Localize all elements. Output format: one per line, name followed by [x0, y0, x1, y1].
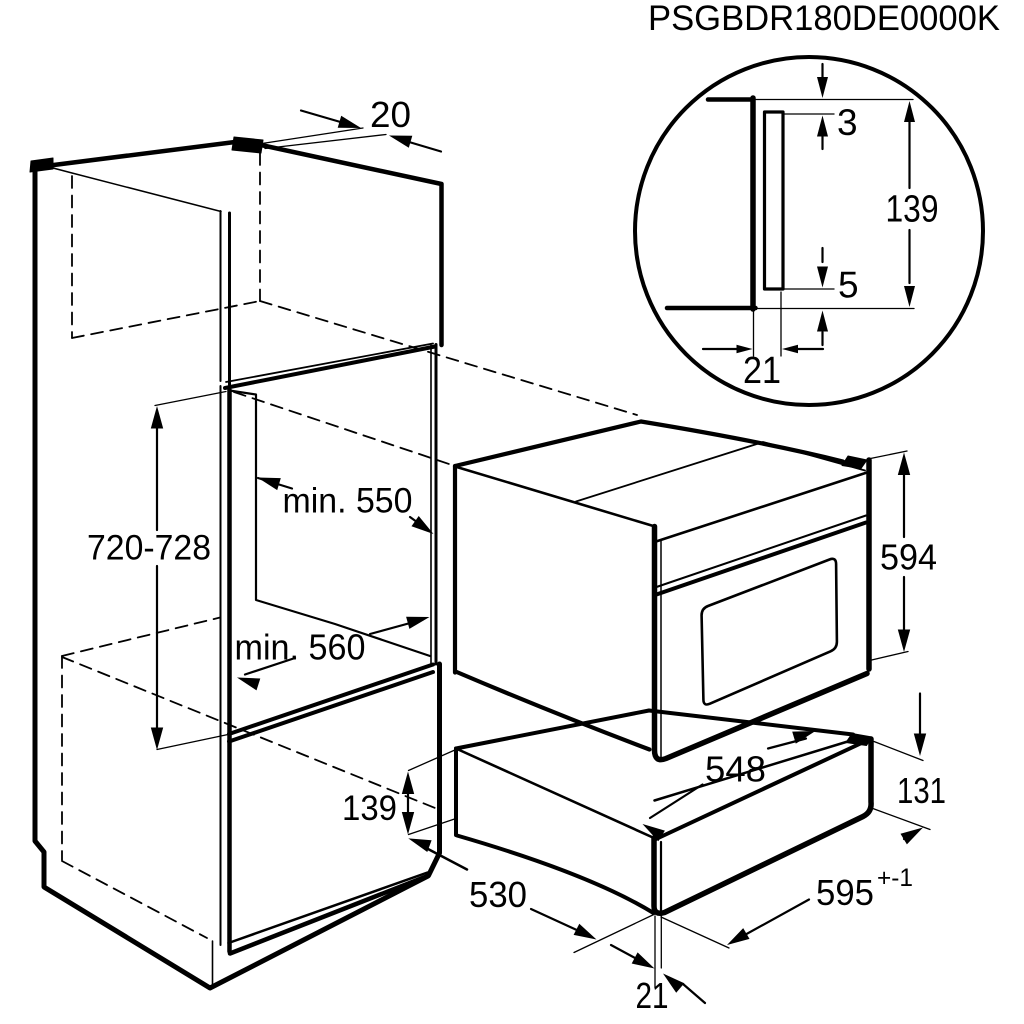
svg-text:+-1: +-1 [877, 864, 913, 892]
svg-text:595: 595 [816, 872, 874, 913]
svg-text:20: 20 [370, 94, 411, 135]
svg-text:548: 548 [705, 749, 766, 790]
svg-text:720-728: 720-728 [87, 529, 211, 568]
svg-text:21: 21 [743, 350, 781, 392]
svg-text:530: 530 [469, 874, 527, 915]
svg-text:139: 139 [886, 189, 939, 231]
svg-text:139: 139 [342, 789, 397, 828]
svg-text:PSGBDR180DE0000K: PSGBDR180DE0000K [648, 0, 1000, 38]
svg-text:3: 3 [837, 102, 858, 143]
svg-text:5: 5 [838, 265, 859, 306]
svg-text:min. 550: min. 550 [283, 482, 413, 521]
svg-text:21: 21 [636, 975, 669, 1016]
svg-text:131: 131 [897, 770, 946, 811]
svg-text:594: 594 [880, 537, 937, 578]
svg-text:min. 560: min. 560 [235, 627, 366, 668]
